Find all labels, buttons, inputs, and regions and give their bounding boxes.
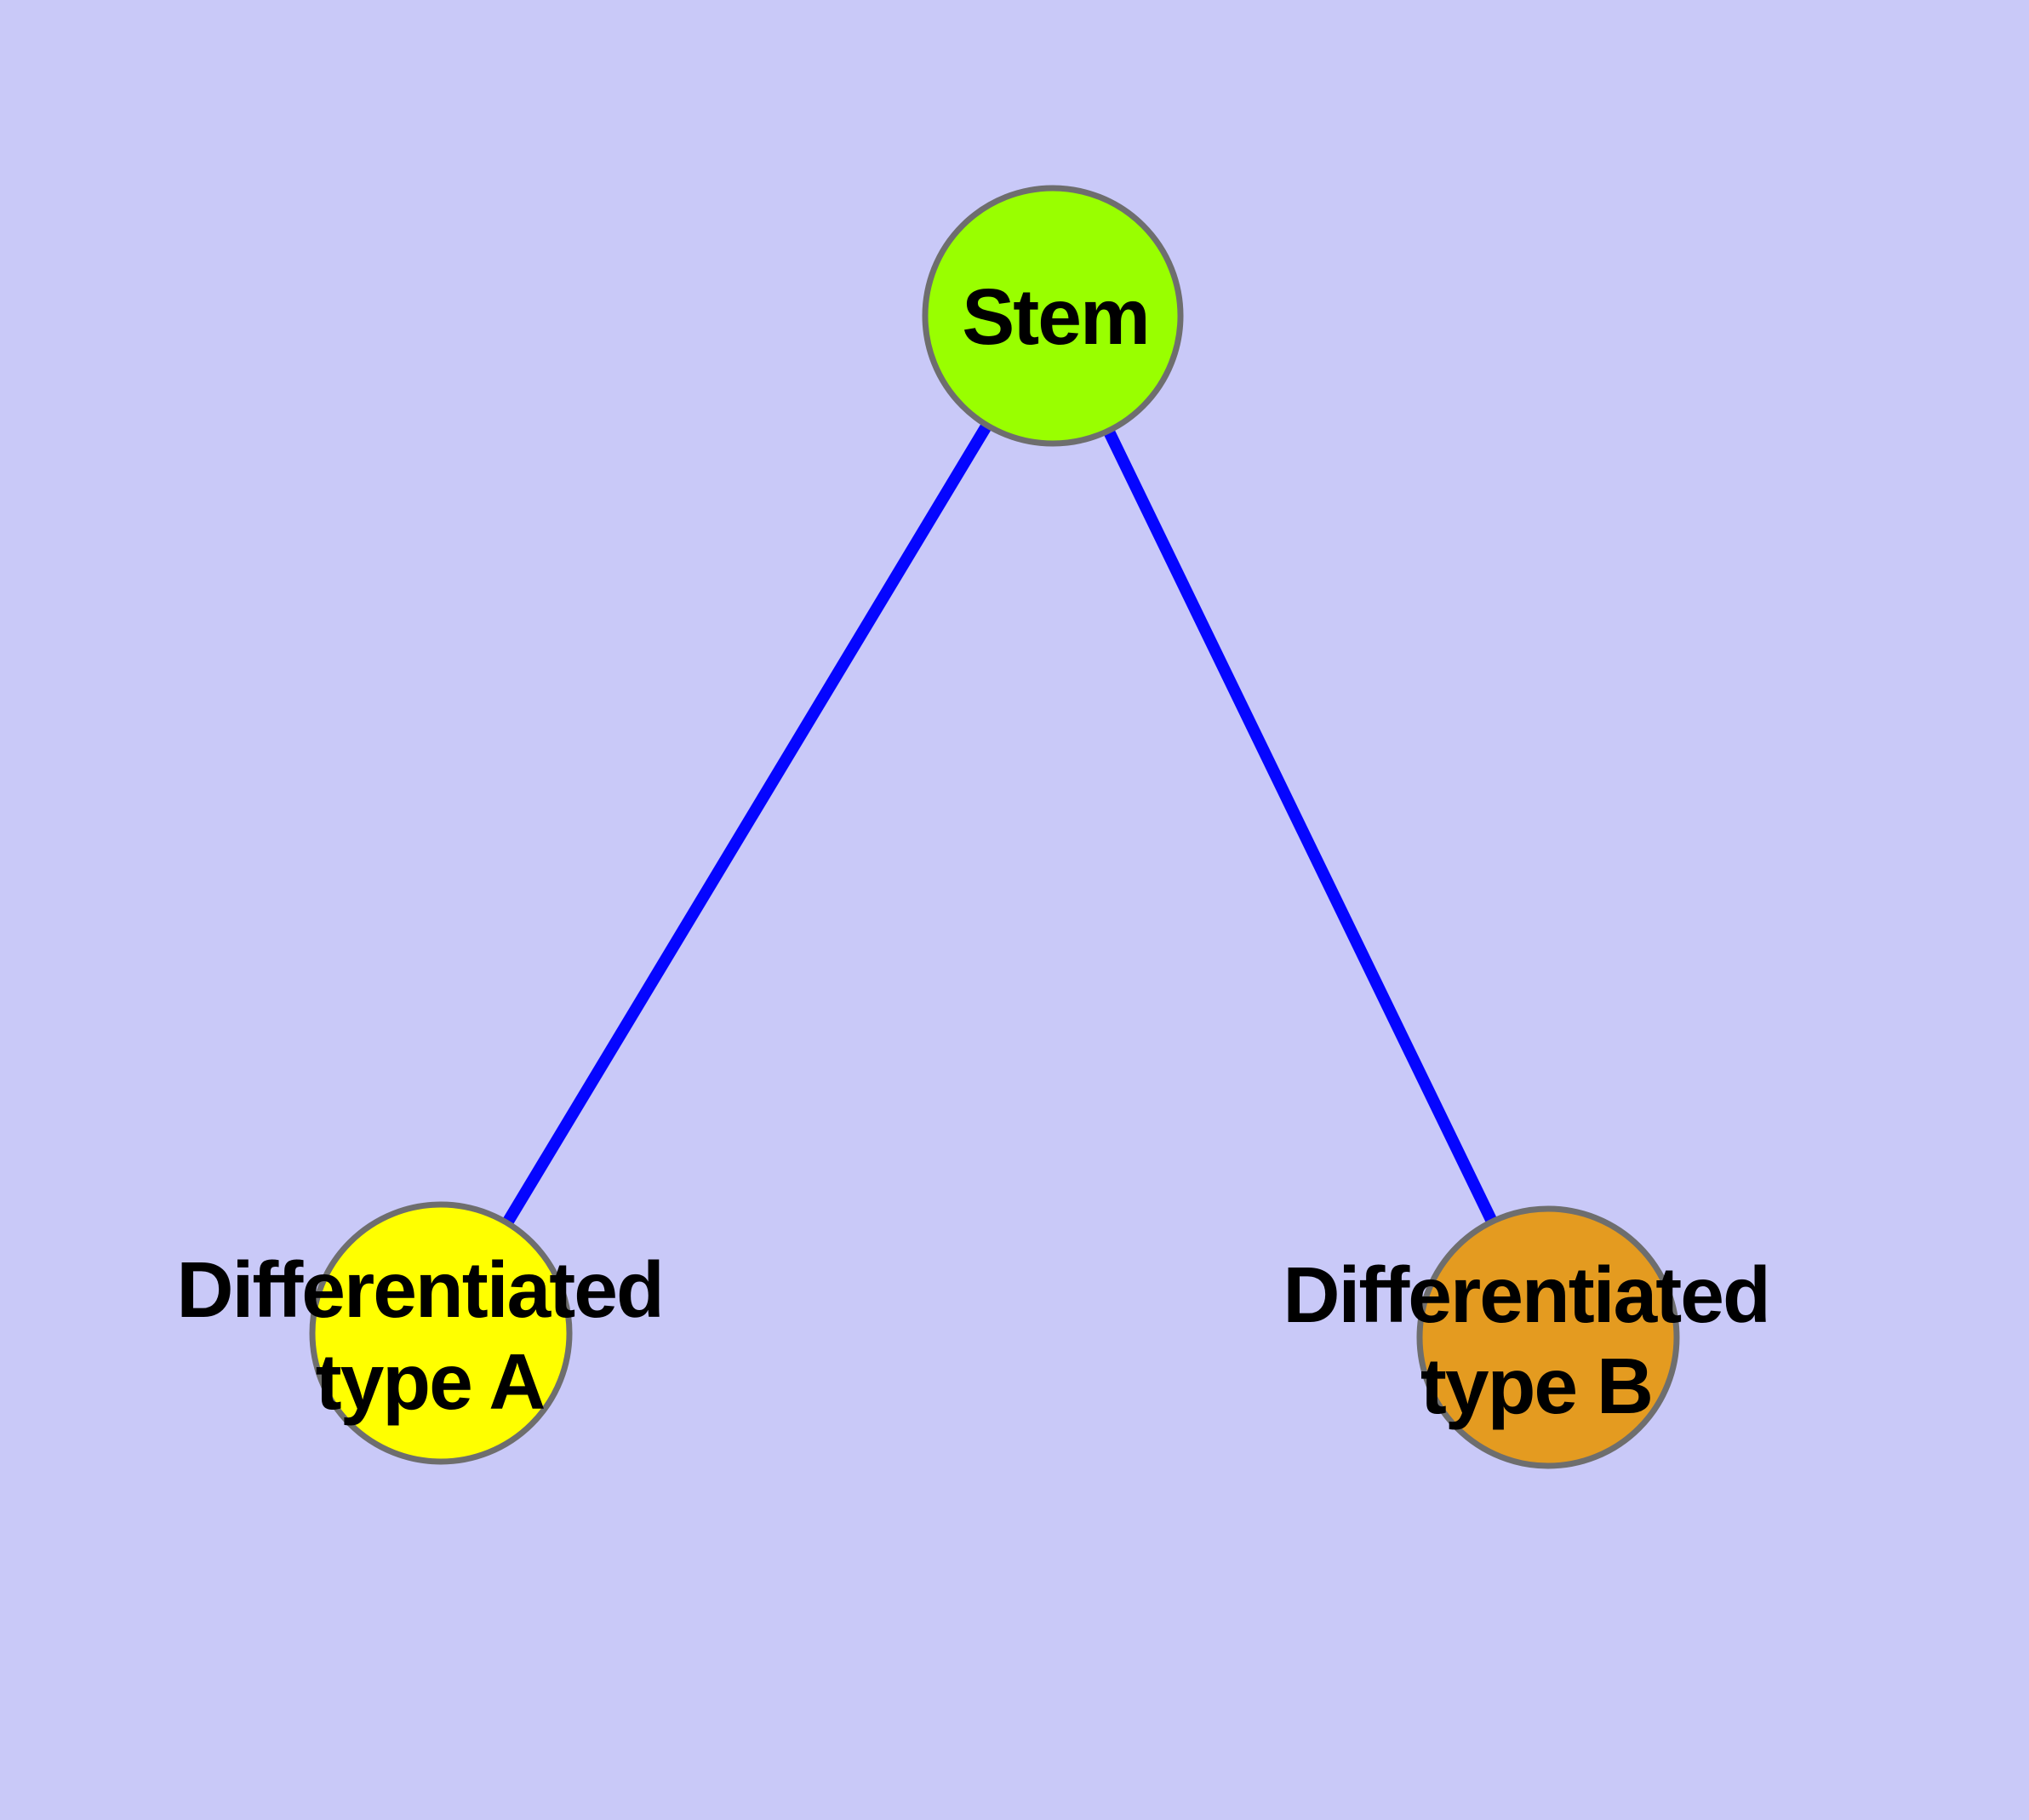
edge-stem-to-type-a bbox=[436, 312, 1058, 1336]
node-stem bbox=[922, 185, 1184, 447]
node-differentiated-type-a bbox=[309, 1201, 573, 1465]
node-differentiated-type-a-label-line2: type A bbox=[316, 1337, 545, 1426]
edge-stem-to-type-b bbox=[1047, 312, 1554, 1341]
node-differentiated-type-b-label: Differentiated type B bbox=[1283, 1251, 1789, 1430]
node-stem-label: Stem bbox=[962, 272, 1148, 361]
node-differentiated-type-b-label-line1: Differentiated bbox=[1283, 1251, 1769, 1339]
node-differentiated-type-a-label-line1: Differentiated bbox=[176, 1245, 662, 1334]
node-differentiated-type-a-label: Differentiated type A bbox=[176, 1245, 683, 1426]
node-differentiated-type-b bbox=[1416, 1205, 1680, 1469]
node-differentiated-type-b-label-line2: type B bbox=[1420, 1342, 1652, 1430]
